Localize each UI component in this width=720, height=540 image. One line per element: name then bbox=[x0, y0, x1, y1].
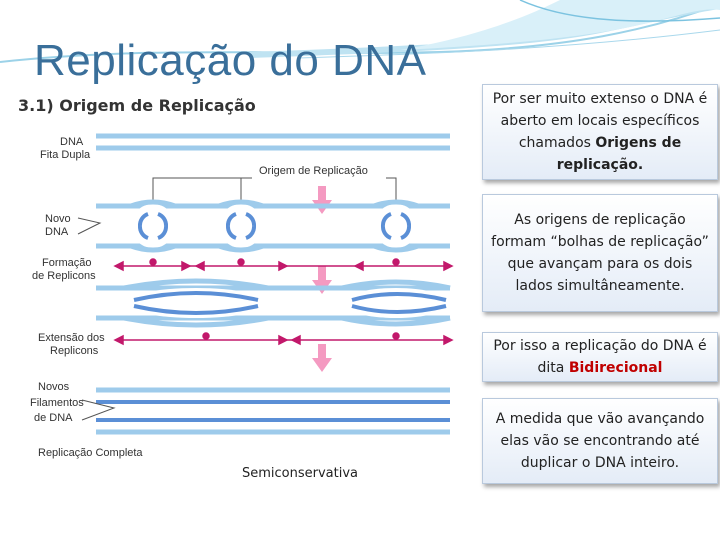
label-origem: Origem de Replicação bbox=[259, 165, 368, 177]
diagram-caption: Semiconservativa bbox=[242, 466, 358, 481]
slide-subtitle: 3.1) Origem de Replicação bbox=[18, 96, 256, 115]
dna-double-strand bbox=[96, 136, 450, 148]
label-de-replicons: de Replicons bbox=[32, 270, 96, 282]
info-box-bidirectional: Por isso a replicação do DNA é dita Bidi… bbox=[482, 332, 718, 382]
info-box-bidirectional-text: Por isso a replicação do DNA é dita Bidi… bbox=[489, 335, 711, 379]
label-replicacao-completa: Replicação Completa bbox=[38, 447, 143, 459]
replicon-arrows-row2 bbox=[115, 333, 452, 344]
extended-bubbles bbox=[96, 281, 450, 325]
label-fita-dupla: Fita Dupla bbox=[40, 149, 91, 161]
label-extensao: Extensão dos bbox=[38, 332, 105, 344]
label-novos: Novos bbox=[38, 381, 70, 393]
label-replicons: Replicons bbox=[50, 345, 99, 357]
label-dna: DNA bbox=[60, 136, 84, 148]
info-box-origins: Por ser muito extenso o DNA é aberto em … bbox=[482, 84, 718, 180]
info-box-origins-text: Por ser muito extenso o DNA é aberto em … bbox=[489, 88, 711, 176]
completed-dna-strands bbox=[96, 390, 450, 432]
info-box-complete: A medida que vão avançando elas vão se e… bbox=[482, 398, 718, 484]
label-formacao: Formação bbox=[42, 257, 92, 269]
origin-pointer-lines bbox=[153, 178, 396, 206]
origin-bubbles bbox=[96, 202, 450, 250]
label-de-dna: de DNA bbox=[34, 412, 73, 424]
info-box-bubbles: As origens de replicação formam “bolhas … bbox=[482, 194, 718, 312]
replicon-arrows-row1 bbox=[115, 259, 452, 270]
info-box-bidirectional-emphasis: Bidirecional bbox=[569, 360, 663, 376]
slide-title: Replicação do DNA bbox=[34, 36, 426, 86]
label-filamentos: Filamentos bbox=[30, 397, 84, 409]
label-novo-dna: DNA bbox=[45, 226, 69, 238]
novo-dna-pointer bbox=[78, 218, 100, 234]
label-novo: Novo bbox=[45, 213, 71, 225]
info-box-bubbles-text: As origens de replicação formam “bolhas … bbox=[489, 209, 711, 297]
down-arrows bbox=[312, 186, 332, 372]
replication-diagram: DNA Fita Dupla Origem de Replicação bbox=[30, 128, 464, 468]
info-box-complete-text: A medida que vão avançando elas vão se e… bbox=[489, 408, 711, 474]
